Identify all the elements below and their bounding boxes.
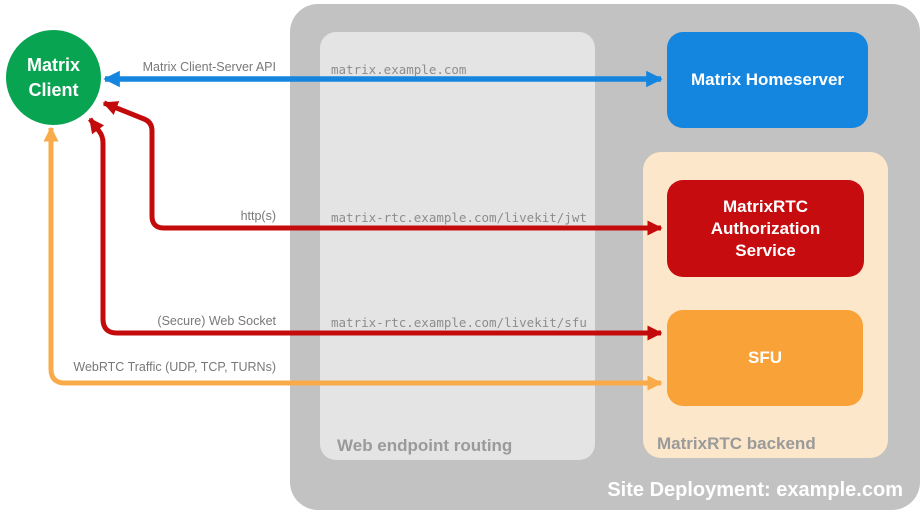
label-client-server-api: Matrix Client-Server API <box>142 60 276 74</box>
web-endpoint-routing-caption: Web endpoint routing <box>337 436 513 455</box>
matrix-client-label: Matrix Client <box>26 54 80 100</box>
endpoint-livekit-sfu: matrix-rtc.example.com/livekit/sfu <box>331 315 587 330</box>
sfu-label: SFU <box>748 348 782 367</box>
label-https: http(s) <box>240 209 276 223</box>
matrix-homeserver-node: Matrix Homeserver <box>667 32 868 128</box>
label-web-socket: (Secure) Web Socket <box>157 314 276 328</box>
endpoint-livekit-jwt: matrix-rtc.example.com/livekit/jwt <box>331 210 587 225</box>
endpoint-matrix-example-com: matrix.example.com <box>331 62 467 77</box>
site-deployment-title: Site Deployment: example.com <box>607 479 903 501</box>
matrixrtc-auth-service-node: MatrixRTC Authorization Service <box>667 180 864 277</box>
label-webrtc-traffic: WebRTC Traffic (UDP, TCP, TURNs) <box>73 360 276 374</box>
matrix-homeserver-label: Matrix Homeserver <box>690 70 845 89</box>
matrixrtc-auth-service-label: MatrixRTC Authorization Service <box>710 196 821 260</box>
matrix-client-node: Matrix Client <box>6 30 101 125</box>
matrixrtc-backend-caption: MatrixRTC backend <box>657 434 816 453</box>
sfu-node: SFU <box>667 310 863 406</box>
web-endpoint-routing-container <box>320 32 595 460</box>
